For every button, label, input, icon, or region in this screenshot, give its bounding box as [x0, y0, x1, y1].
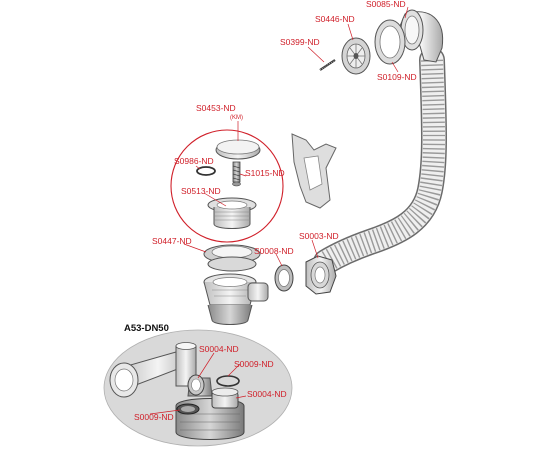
- overflow-cover-s0446: [341, 37, 371, 75]
- siphon-title-a53-dn50: A53-DN50: [124, 323, 169, 334]
- label-s0009-right: S0009-ND: [234, 359, 274, 369]
- gasket-s0447: [203, 244, 261, 272]
- o-ring-s0986: [196, 166, 216, 176]
- label-s0447: S0447-ND: [152, 236, 192, 246]
- corrugated-overflow-hose: [313, 47, 447, 275]
- mounting-bracket: [291, 133, 337, 209]
- label-s0109: S0109-ND: [377, 72, 417, 82]
- label-s0004-right: S0004-ND: [247, 389, 287, 399]
- label-s0446: S0446-ND: [315, 14, 355, 24]
- leader-lines: [149, 6, 409, 415]
- screw-s0399: [319, 59, 336, 71]
- overflow-elbow-s0109: [399, 9, 444, 63]
- label-s0008: S0008-ND: [254, 246, 294, 256]
- ring-s0008: [274, 264, 294, 292]
- label-s0004-top: S0004-ND: [199, 344, 239, 354]
- plug-cap-s0453: [215, 139, 261, 160]
- union-nut-s0003: [305, 255, 337, 295]
- label-s0453: S0453-ND: [196, 103, 236, 113]
- union-nut-s0004-top: [187, 374, 205, 396]
- strainer-body-s0513: [207, 197, 257, 229]
- label-s0399: S0399-ND: [280, 37, 320, 47]
- label-s0986: S0986-ND: [174, 156, 214, 166]
- label-s1015: S1015-ND: [245, 168, 285, 178]
- ring-s0009-left: [176, 403, 200, 415]
- drain-body: [203, 273, 269, 325]
- label-s0009-left: S0009-ND: [134, 412, 174, 422]
- spring-pin-s1015: [232, 161, 241, 187]
- plug-kit-circle: [170, 129, 284, 243]
- overflow-gasket-s0085: [374, 19, 406, 65]
- label-s0085: S0085-ND: [366, 0, 406, 9]
- label-s0003: S0003-ND: [299, 231, 339, 241]
- part-labels: S0085-ND S0446-ND S0399-ND S0109-ND S045…: [124, 0, 417, 422]
- union-nut-s0004-right: [211, 387, 239, 409]
- label-s0513: S0513-ND: [181, 186, 221, 196]
- label-s0453-sub: (KM): [230, 115, 243, 121]
